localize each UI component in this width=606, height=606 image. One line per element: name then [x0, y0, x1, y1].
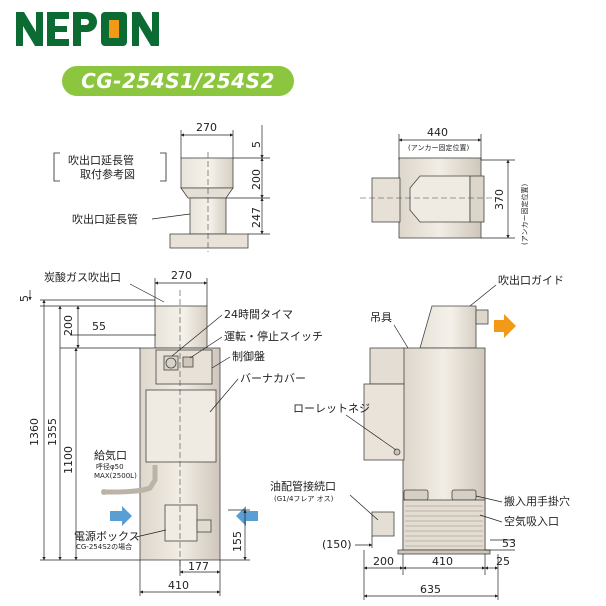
label-screw: ローレットネジ	[293, 402, 370, 415]
dim-front-270: 270	[171, 269, 192, 282]
side-grille-lines	[405, 505, 483, 547]
side-exhaust	[419, 305, 477, 349]
dim-front-410: 410	[168, 579, 189, 592]
front-exhaust	[154, 305, 208, 349]
dim-front-177: 177	[188, 560, 209, 573]
dim-plan-440: 440	[427, 126, 448, 139]
label-power: 電源ボックス	[74, 529, 140, 543]
label-oil: 油配管接続口	[270, 479, 336, 493]
dim-side-53: 53	[502, 537, 516, 550]
label-oil-note: (G1/4フレア オス)	[274, 495, 334, 503]
label-timer: 24時間タイマ	[224, 308, 293, 321]
label-intake-note1: 呼径φ50	[96, 462, 124, 471]
dim-front-200: 200	[62, 315, 75, 336]
logo-accent-square	[109, 20, 119, 38]
front-dims	[28, 278, 250, 596]
side-view	[363, 305, 491, 555]
top-right-dims	[398, 134, 515, 239]
side-control	[369, 347, 405, 385]
dim-side-410: 410	[432, 555, 453, 568]
power-box	[164, 504, 198, 542]
dim-top-270: 270	[196, 121, 217, 134]
top-left-view	[169, 152, 249, 252]
label-outlet-guide: 吹出口ガイド	[498, 273, 564, 287]
dim-top-200: 200	[250, 169, 263, 190]
label-control: 制御盤	[232, 349, 265, 363]
dim-side-200: 200	[373, 555, 394, 568]
pipe-base	[169, 233, 249, 249]
dim-side-25: 25	[496, 555, 510, 568]
front-air-arrows	[110, 506, 258, 526]
dim-front-1355: 1355	[46, 418, 59, 446]
dim-front-5: 5	[18, 295, 31, 302]
dim-top-5: 5	[250, 141, 263, 148]
label-hook: 吊具	[370, 311, 392, 324]
dim-side-635: 635	[420, 583, 441, 596]
side-outlet-arrow	[494, 314, 516, 338]
dim-top-247: 247	[250, 207, 263, 228]
side-intake-grille	[402, 499, 486, 551]
dim-front-155: 155	[231, 531, 244, 552]
switch-box	[182, 356, 194, 368]
dim-front-55: 55	[92, 320, 106, 333]
label-co2: 炭酸ガス吹出口	[44, 270, 121, 284]
label-burner: バーナカバー	[240, 372, 306, 385]
nepon-logo	[16, 12, 159, 46]
model-banner: CG-254S1/254S2	[62, 66, 294, 96]
top-right-view	[360, 157, 500, 239]
dim-front-1100: 1100	[62, 446, 75, 474]
label-switch: 運転・停止スイッチ	[224, 329, 323, 343]
dim-plan-height-note: (アンカー固定位置)	[520, 184, 529, 245]
model-label: CG-254S1/254S2	[81, 69, 275, 93]
dim-plan-370: 370	[493, 189, 506, 210]
front-view	[101, 290, 221, 570]
ref-bracket	[53, 152, 167, 182]
knurl-screw	[393, 448, 401, 456]
ref-label-2: 取付参考図	[80, 167, 135, 181]
pipe-hood	[180, 157, 234, 189]
label-power-note: CG-254S2の場合	[76, 542, 132, 551]
pipe-label: 吹出口延長管	[72, 212, 138, 226]
dim-front-1360: 1360	[28, 418, 41, 446]
side-burner	[363, 383, 405, 461]
label-air-intake: 空気吸入口	[504, 514, 559, 528]
burner-cover	[145, 389, 217, 463]
dim-side-150: (150)	[322, 538, 352, 551]
label-intake: 給気口	[94, 448, 127, 462]
dim-plan-width-note: (アンカー固定位置)	[408, 143, 469, 152]
side-dims	[355, 536, 515, 600]
label-intake-note2: MAX(2500L)	[94, 472, 137, 480]
ref-label-1: 吹出口延長管	[68, 153, 134, 167]
label-handle: 搬入用手掛穴	[504, 494, 570, 508]
top-left-dims	[180, 125, 270, 235]
